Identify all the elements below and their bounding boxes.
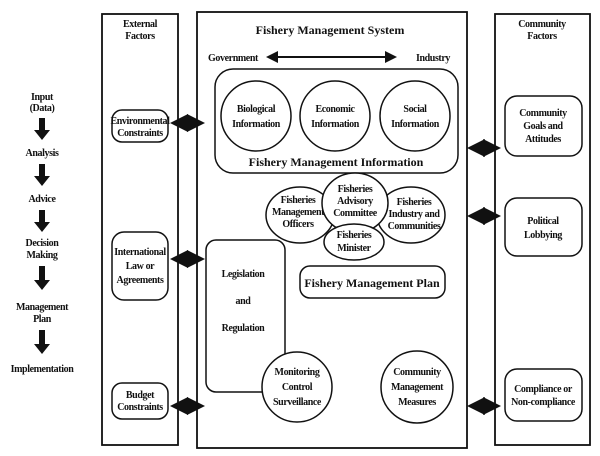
international-law-box	[111, 231, 169, 301]
community-title: Factors	[527, 31, 557, 42]
management-plan-label: Fishery Management Plan	[304, 276, 440, 290]
step-analysis: Analysis	[26, 148, 59, 159]
label: Legislation	[222, 269, 266, 280]
label: Industry and	[388, 209, 440, 220]
monitoring-circle	[261, 351, 333, 423]
external-factors-panel: External Factors Environmental Constrain…	[101, 13, 179, 446]
budget-constraints-box	[111, 382, 169, 420]
economic-info-circle	[299, 80, 371, 152]
label: Law or	[126, 261, 155, 272]
external-title: External	[123, 19, 158, 30]
step-decision-making: Making	[27, 250, 58, 261]
label: Advisory	[337, 196, 373, 207]
label: Management	[272, 207, 325, 218]
label: Communities	[388, 221, 441, 232]
down-arrow-icon	[34, 118, 50, 140]
down-arrow-icon	[34, 266, 50, 290]
fishery-management-system-panel: Fishery Management System Government Ind…	[196, 11, 468, 449]
label: Measures	[398, 397, 436, 408]
label: Fisheries	[281, 195, 316, 206]
label: Constraints	[117, 402, 163, 413]
label: Officers	[282, 219, 314, 230]
step-implementation: Implementation	[11, 364, 75, 375]
label: Political	[527, 216, 559, 227]
step-input: Input	[31, 92, 54, 103]
label: Fisheries	[338, 184, 373, 195]
label: Information	[232, 119, 281, 130]
political-lobbying-box	[504, 197, 583, 257]
label: Budget	[126, 390, 155, 401]
process-steps: Input (Data) Analysis Advice Decision Ma…	[11, 92, 75, 375]
social-info-circle	[379, 80, 451, 152]
compliance-box	[504, 368, 583, 422]
spectrum-industry: Industry	[416, 53, 450, 64]
label: Fisheries	[337, 230, 372, 241]
step-advice: Advice	[28, 194, 56, 205]
label: International	[114, 247, 166, 258]
down-arrow-icon	[34, 210, 50, 232]
label: Community	[393, 367, 441, 378]
label: Non-compliance	[511, 397, 576, 408]
label: Economic	[315, 104, 355, 115]
step-management: Management	[16, 302, 69, 313]
label: Regulation	[222, 323, 266, 334]
step-decision: Decision	[26, 238, 60, 249]
external-title: Factors	[125, 31, 155, 42]
label: Committee	[333, 208, 378, 219]
label: Attitudes	[525, 134, 561, 145]
step-plan: Plan	[33, 314, 52, 325]
label: Fisheries	[397, 197, 432, 208]
environmental-constraints-box	[111, 109, 169, 143]
down-arrow-icon	[34, 330, 50, 354]
label: Constraints	[117, 128, 163, 139]
community-title: Community	[518, 19, 566, 30]
spectrum-government: Government	[208, 53, 259, 64]
label: Minister	[337, 243, 371, 254]
label: Community	[519, 108, 567, 119]
label: Social	[403, 104, 427, 115]
management-plan-box	[299, 265, 446, 299]
minister-ellipse	[323, 223, 385, 261]
label: Management	[391, 382, 444, 393]
label: Information	[391, 119, 440, 130]
biological-info-circle	[220, 80, 292, 152]
label: Environmental	[110, 116, 170, 127]
label: Agreements	[117, 275, 164, 286]
info-label: Fishery Management Information	[249, 155, 424, 169]
label: Monitoring	[275, 367, 320, 378]
label: Compliance or	[514, 384, 573, 395]
system-title: Fishery Management System	[256, 23, 405, 37]
down-arrows	[34, 118, 50, 354]
community-measures-circle	[380, 350, 454, 424]
label: Goals and	[523, 121, 563, 132]
community-factors-panel: Community Factors Community Goals and At…	[494, 13, 591, 446]
label: and	[236, 296, 252, 307]
down-arrow-icon	[34, 164, 50, 186]
legislation-box	[205, 239, 286, 393]
label: Information	[311, 119, 360, 130]
label: Surveillance	[273, 397, 322, 408]
label: Biological	[237, 104, 276, 115]
label: Control	[282, 382, 313, 393]
step-input-data: (Data)	[30, 103, 55, 114]
community-goals-box	[504, 95, 583, 157]
label: Lobbying	[524, 230, 562, 241]
